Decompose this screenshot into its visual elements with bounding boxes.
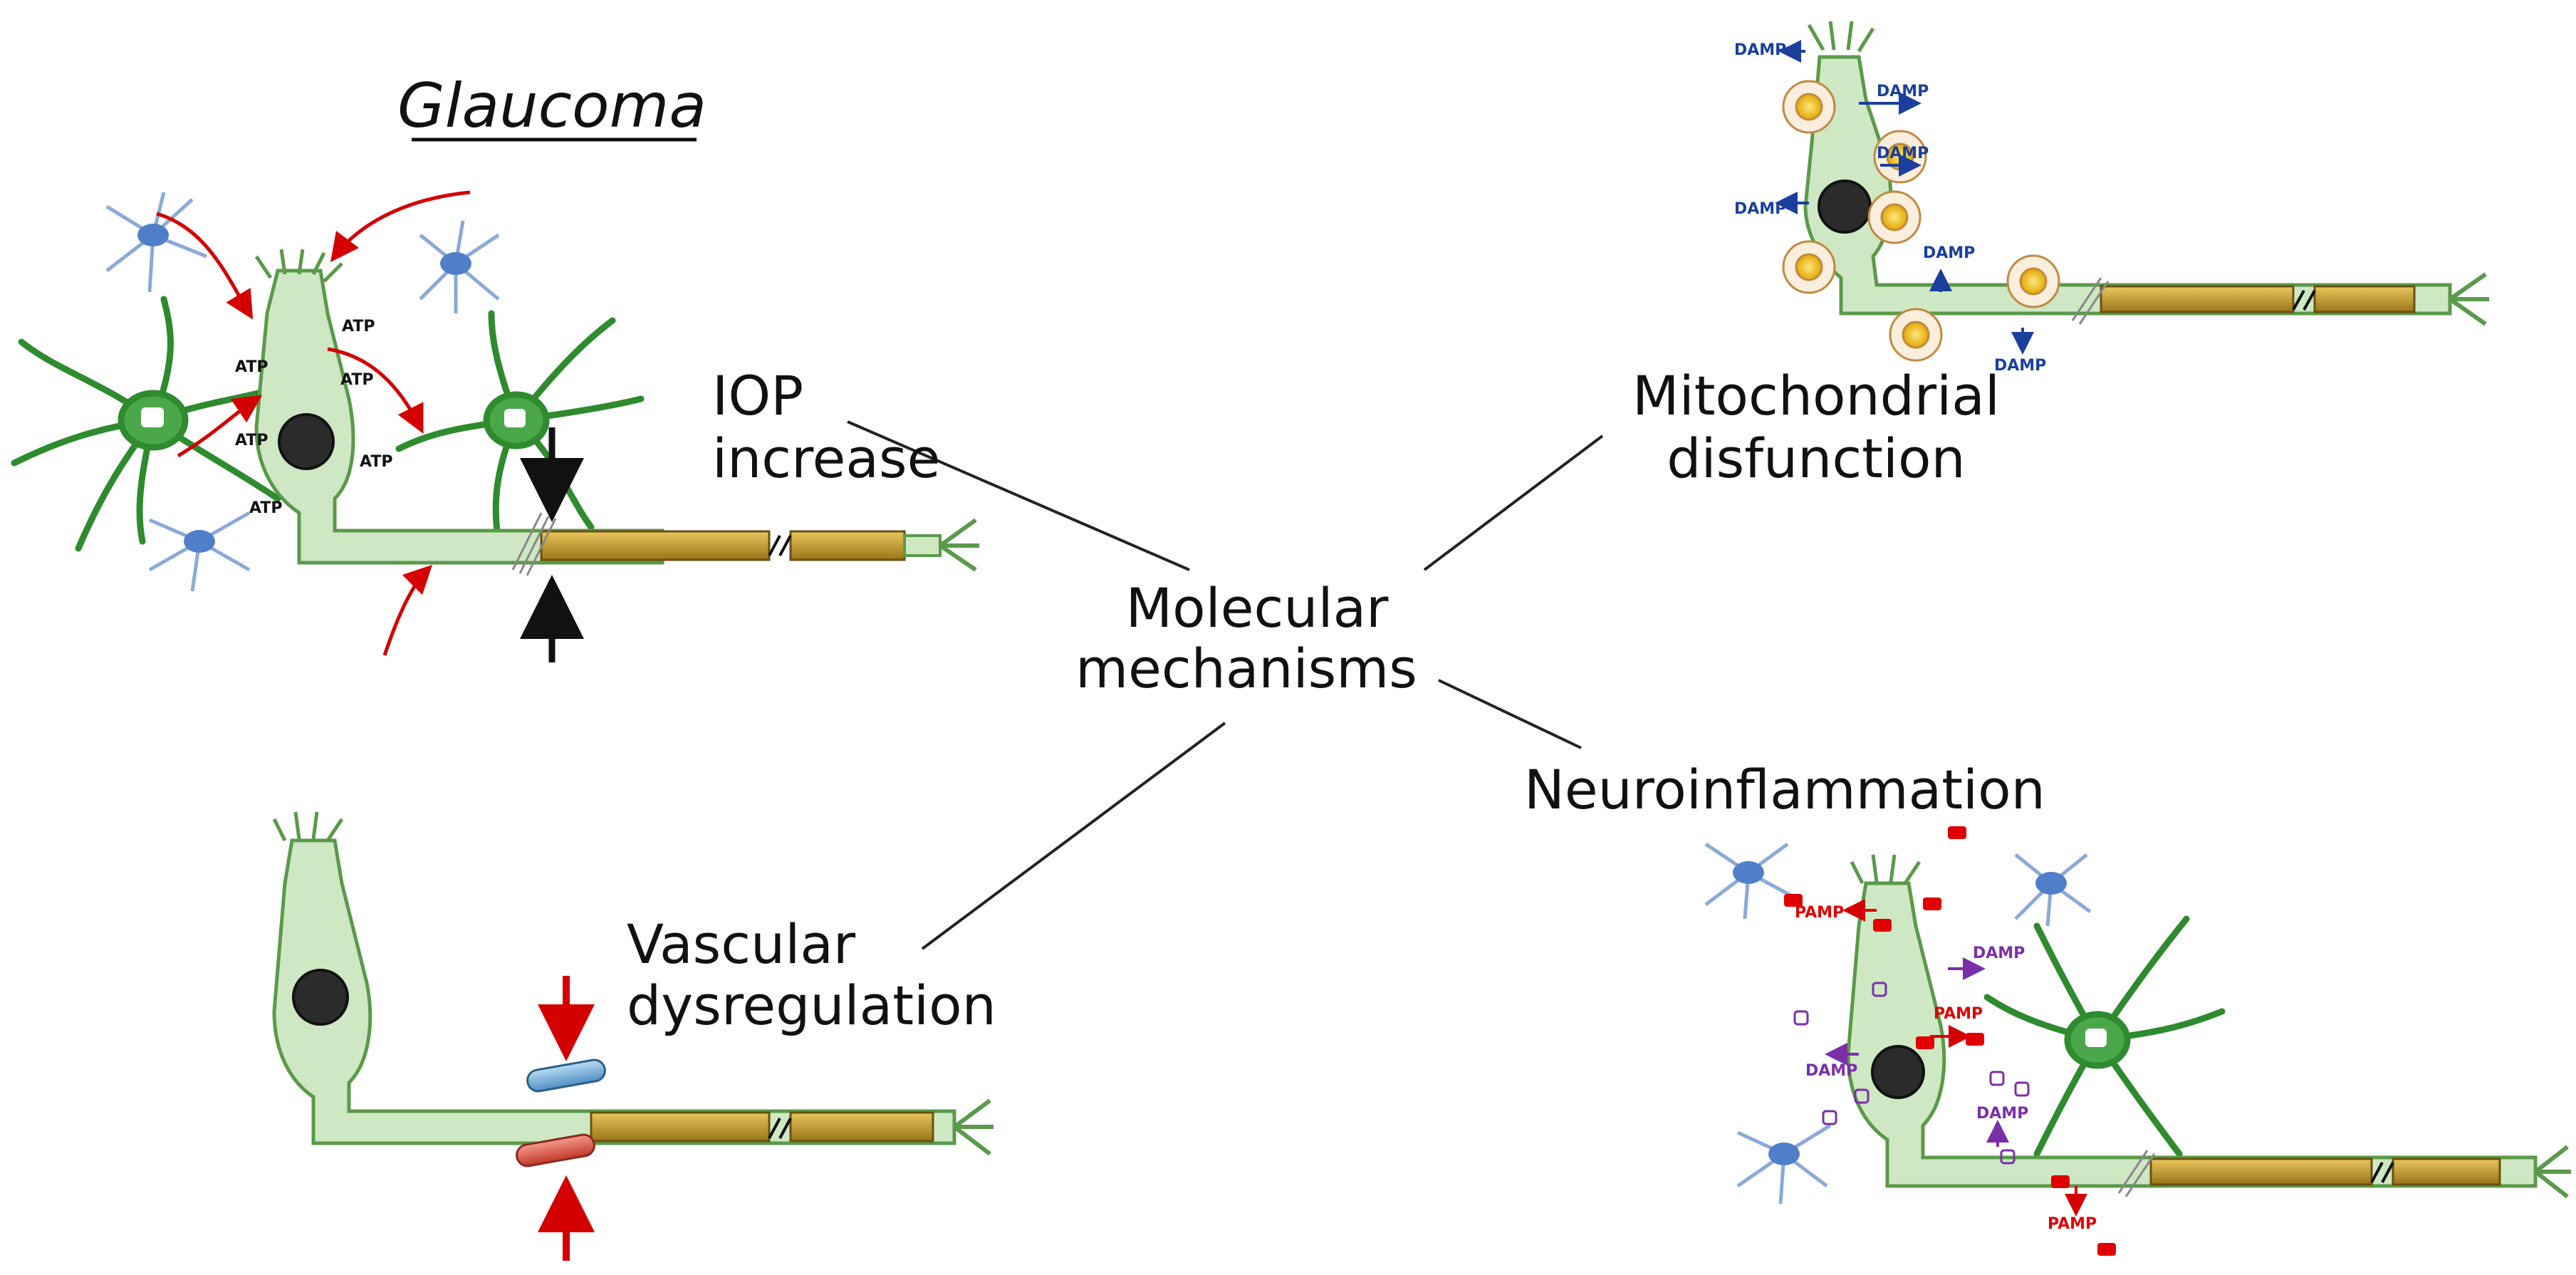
damp-label: DAMP (1734, 41, 1786, 59)
atp-label: ATP (342, 318, 375, 335)
damp-label: DAMP (1877, 145, 1929, 162)
neuron-vascular (272, 811, 994, 1156)
label-mito-line2: disfunction (1667, 427, 1965, 490)
damp-arrows-mito (1775, 40, 2034, 355)
damp-label: DAMP (1805, 1062, 1857, 1080)
atp-markers: ATP ATP ATP ATP ATP ATP (235, 318, 392, 517)
pamp-damp-arrows (1825, 899, 2087, 1217)
microglia-neuro-1 (1704, 842, 1796, 920)
panel-neuroinflammation: PAMP PAMP PAMP DAMP DAMP DAMP (1704, 826, 2571, 1256)
microglia-bottom-left (148, 511, 251, 592)
label-neuroinflammation: Neuroinflammation (1524, 758, 2045, 821)
damp-label: DAMP (1923, 244, 1975, 262)
diagram-title: Glaucoma (397, 71, 706, 142)
neuron-neuro (1846, 854, 2571, 1199)
neuron-iop (254, 249, 979, 576)
astrocyte-right (395, 310, 645, 545)
connector-iop (847, 420, 1190, 571)
neuron-mito (1803, 21, 2489, 326)
pamp-particles (1784, 826, 2116, 1256)
panel-vascular (272, 811, 994, 1261)
damp-label: DAMP (1976, 1105, 2028, 1123)
atp-label: ATP (360, 453, 392, 471)
pamp-label: PAMP (2048, 1215, 2097, 1233)
center-label-line1: Molecular (1126, 576, 1389, 640)
atp-label: ATP (340, 371, 373, 389)
astrocyte-left (11, 296, 288, 552)
connector-neuro (1438, 679, 1582, 749)
label-vascular-line1: Vascular (627, 912, 856, 976)
pamp-label: PAMP (1934, 1005, 1983, 1023)
damp-label: DAMP (1877, 83, 1929, 100)
blood-vessels (516, 1058, 606, 1167)
damp-label: DAMP (1734, 200, 1786, 218)
microglia-top-left (105, 192, 207, 293)
panel-mito: DAMP DAMP DAMP DAMP DAMP DAMP (1734, 21, 2489, 375)
pamp-label: PAMP (1795, 904, 1844, 922)
connector-vascular (921, 722, 1226, 950)
label-mito-line1: Mitochondrial (1632, 364, 2000, 427)
atp-label: ATP (249, 499, 282, 517)
connector-mito (1423, 434, 1604, 571)
label-iop-line2: increase (712, 427, 940, 490)
center-label-line2: mechanisms (1075, 637, 1417, 700)
label-iop-line1: IOP (712, 364, 803, 427)
panel-iop: ATP ATP ATP ATP ATP ATP (11, 190, 979, 662)
atp-label: ATP (235, 432, 268, 449)
microglia-neuro-3 (1736, 1123, 1832, 1204)
connector-lines (847, 420, 1604, 950)
mitochondria (1782, 80, 2060, 362)
damp-particles (1793, 982, 2030, 1165)
label-iop-increase: IOP increase (712, 364, 940, 490)
damp-label: DAMP (1994, 357, 2046, 375)
label-vascular-dysregulation: Vascular dysregulation (627, 912, 996, 1037)
atp-label: ATP (235, 358, 268, 376)
label-vascular-line2: dysregulation (627, 974, 996, 1037)
damp-label: DAMP (1973, 944, 2025, 962)
center-label: Molecular mechanisms (1075, 576, 1417, 700)
label-mitochondrial-disfunction: Mitochondrial disfunction (1632, 364, 2000, 490)
astrocyte-neuro (1983, 915, 2226, 1157)
microglia-top-right (419, 220, 500, 313)
pamp-markers: PAMP PAMP PAMP (1795, 904, 2097, 1233)
red-curved-arrows (156, 190, 471, 656)
microglia-neuro-2 (2014, 853, 2092, 927)
